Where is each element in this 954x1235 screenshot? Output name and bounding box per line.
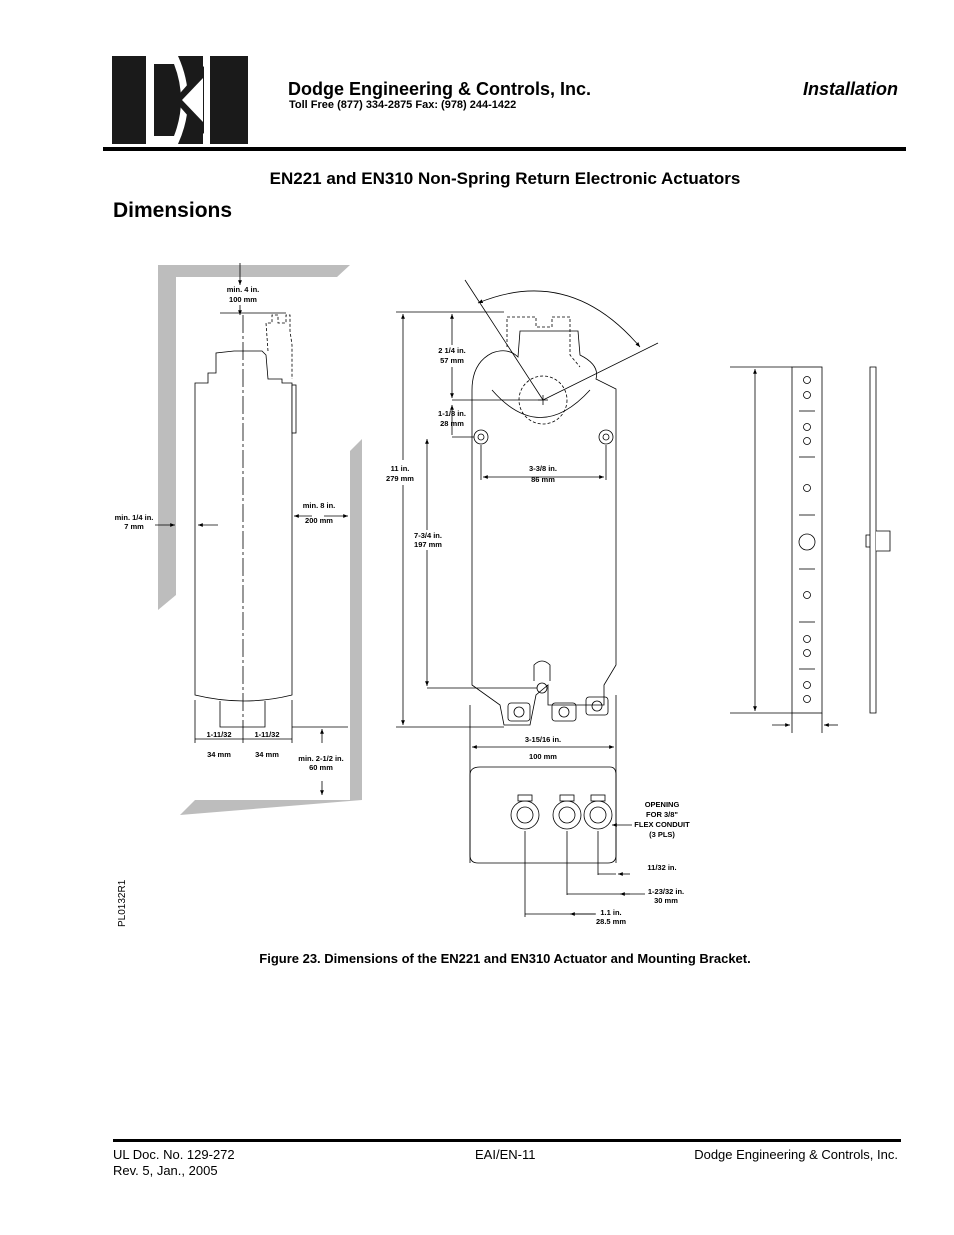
dim-3three-eighth-in-mm: 86 mm <box>531 475 555 484</box>
dim-min-8in-mm: 200 mm <box>305 516 333 525</box>
section-heading: Dimensions <box>113 199 233 222</box>
dim-11-32-in: 11/32 in. <box>647 863 676 872</box>
dim-min-2half-in-mm: 60 mm <box>309 763 333 772</box>
footer-revision: Rev. 5, Jan., 2005 <box>113 1163 218 1178</box>
dim-1-1-in-mm: 28.5 mm <box>596 917 626 926</box>
document-title: EN221 and EN310 Non-Spring Return Electr… <box>269 169 741 188</box>
dim-min-8in: min. 8 in. <box>303 501 336 510</box>
dim-3three-eighth-in: 3-3/8 in. <box>529 464 557 473</box>
figure-caption: Figure 23. Dimensions of the EN221 and E… <box>259 951 751 966</box>
footer-doc-number: UL Doc. No. 129-272 <box>113 1147 235 1162</box>
dim-width-right: 1-11/32 <box>254 730 279 739</box>
note-opening-4: (3 PLS) <box>649 830 675 839</box>
dim-min-quarter-in-mm: 7 mm <box>124 522 144 531</box>
dim-1-23-32-in-mm: 30 mm <box>654 896 678 905</box>
note-opening-3: FLEX CONDUIT <box>634 820 690 829</box>
dec-logo-icon <box>112 56 248 144</box>
dim-width-left: 1-11/32 <box>206 730 231 739</box>
dim-2quarter-in-mm: 57 mm <box>440 356 464 365</box>
footer-page-number: EAI/EN-11 <box>475 1147 536 1162</box>
document-title-row: EN221 and EN310 Non-Spring Return Electr… <box>0 169 954 189</box>
dim-1eighth-in: 1-1/8 in. <box>438 409 466 418</box>
company-name: Dodge Engineering & Controls, Inc. <box>288 79 592 99</box>
dim-2quarter-in: 2 1/4 in. <box>438 346 466 355</box>
dim-3fifteen-sixteenth-in: 3-15/16 in. <box>525 735 561 744</box>
header-rule <box>103 147 906 151</box>
dim-7three-quarter-in-mm: 197 mm <box>414 540 442 549</box>
dim-1-1-in: 1.1 in. <box>600 908 621 917</box>
dimensions-figure: min. 4 in. 100 mm min. 1/4 in. 7 mm min.… <box>115 263 891 927</box>
dim-min-4in-mm: 100 mm <box>229 295 257 304</box>
dim-3fifteen-sixteenth-in-mm: 100 mm <box>529 752 557 761</box>
dim-width-right-mm: 34 mm <box>255 750 279 759</box>
part-code: PL0132R1 <box>117 879 128 927</box>
note-opening-2: FOR 3/8" <box>646 810 678 819</box>
contact-info: Toll Free (877) 334-2875 Fax: (978) 244-… <box>289 99 517 111</box>
dim-min-quarter-in: min. 1/4 in. <box>115 513 154 522</box>
footer-company: Dodge Engineering & Controls, Inc. <box>694 1147 898 1162</box>
dim-7three-quarter-in: 7-3/4 in. <box>414 531 442 540</box>
section-label: Installation <box>802 79 898 99</box>
dim-height-11in: 11 in. <box>391 464 410 473</box>
dim-min-2half-in: min. 2-1/2 in. <box>298 754 343 763</box>
note-opening-1: OPENING <box>645 800 680 809</box>
footer-rule <box>113 1139 901 1142</box>
dim-height-11in-mm: 279 mm <box>386 474 414 483</box>
dim-width-left-mm: 34 mm <box>207 750 231 759</box>
dim-1-23-32-in: 1-23/32 in. <box>648 887 684 896</box>
dim-1eighth-in-mm: 28 mm <box>440 419 464 428</box>
dim-min-4in: min. 4 in. <box>227 285 260 294</box>
